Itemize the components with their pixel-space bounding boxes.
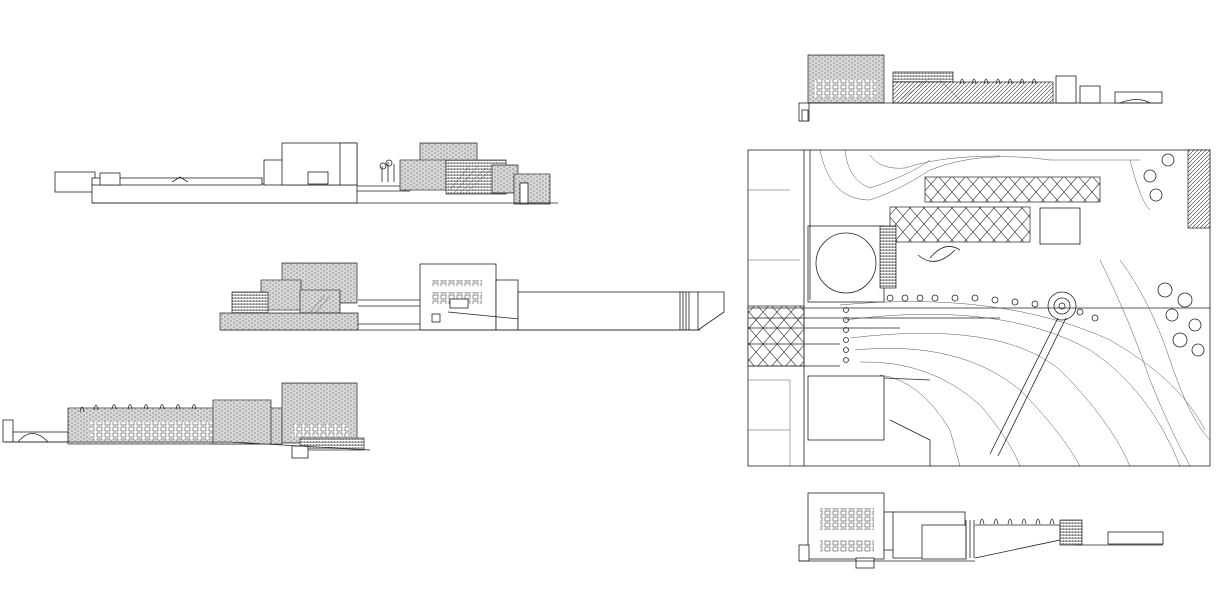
elevation-4 [798, 54, 1163, 122]
elevation-5 [798, 492, 1164, 569]
site-plan [747, 149, 1211, 467]
elevation-3 [2, 382, 371, 459]
elevation-1 [54, 142, 558, 205]
elevation-2 [219, 262, 725, 331]
